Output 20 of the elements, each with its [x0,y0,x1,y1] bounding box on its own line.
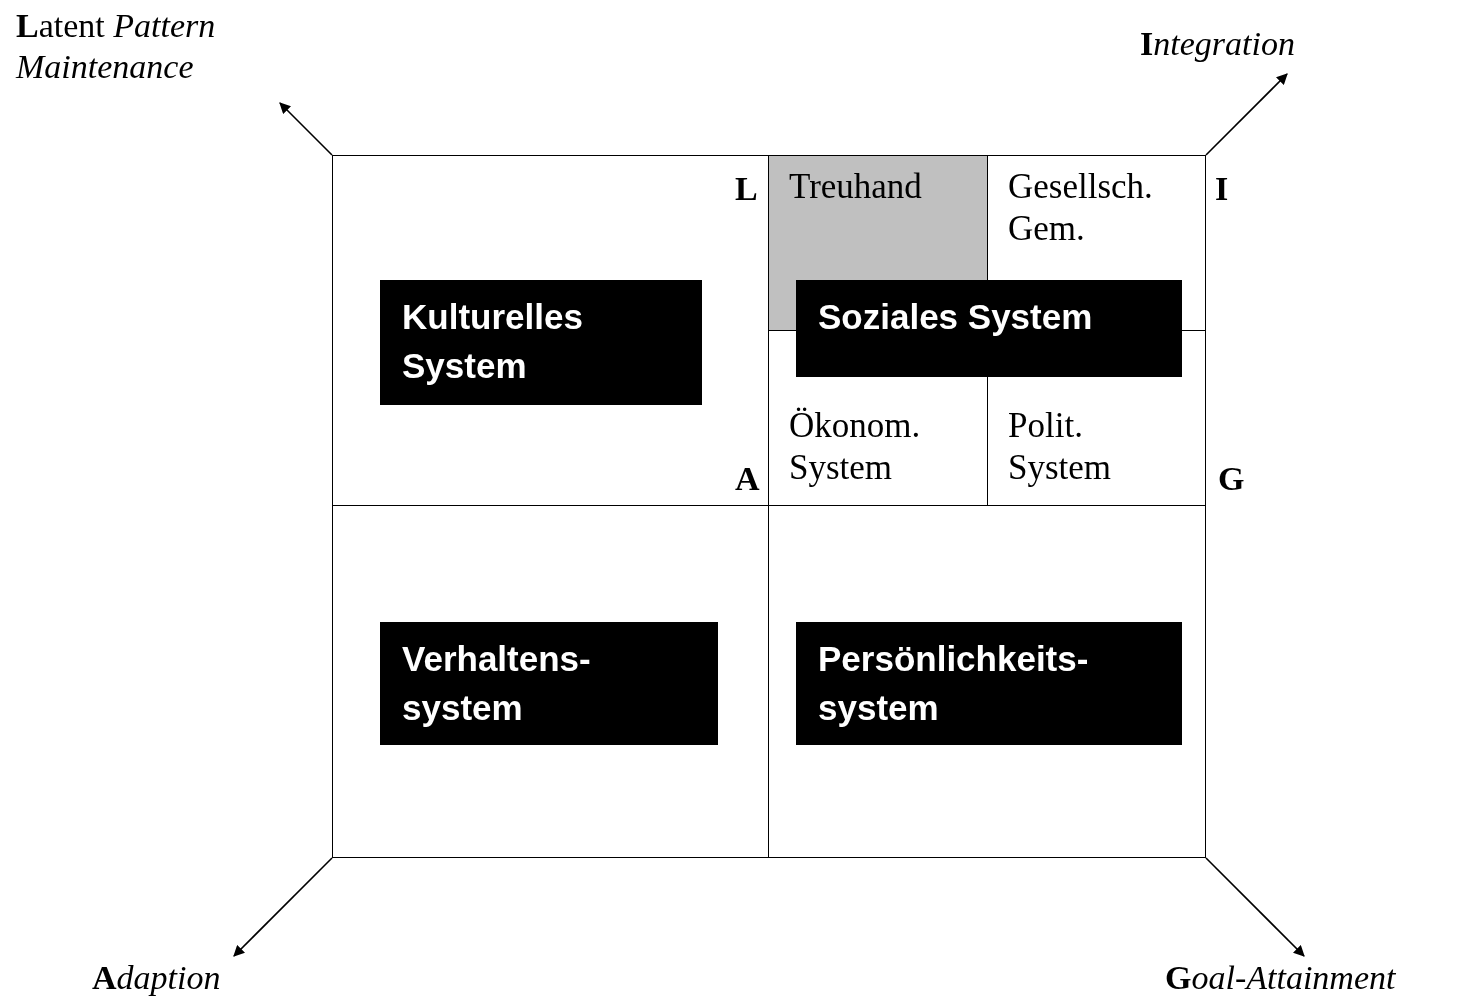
system-label: Verhaltens- system [380,622,718,745]
arrow [279,102,333,156]
subsystem-label: Polit. System [1008,405,1113,489]
corner-letter: L [735,170,758,208]
corner-letter: I [1215,170,1229,208]
function-label: Adaption [92,958,222,998]
function-label: Goal-Attainment [1165,958,1397,998]
subsystem-label: Gesellsch. Gem. [1008,166,1154,250]
corner-letter: G [1218,460,1245,498]
arrow [1205,73,1288,156]
system-label: Kulturelles System [380,280,702,405]
system-label: Soziales System [796,280,1182,377]
subsystem-label: Treuhand [789,166,923,208]
corner-letter: A [735,460,760,498]
arrow [1205,857,1305,957]
function-label: Latent Pattern Maintenance [16,6,217,87]
subsystem-label: Ökonom. System [789,405,922,489]
function-label: Integration [1140,24,1296,64]
arrow [233,857,333,957]
system-label: Persönlichkeits- system [796,622,1182,745]
